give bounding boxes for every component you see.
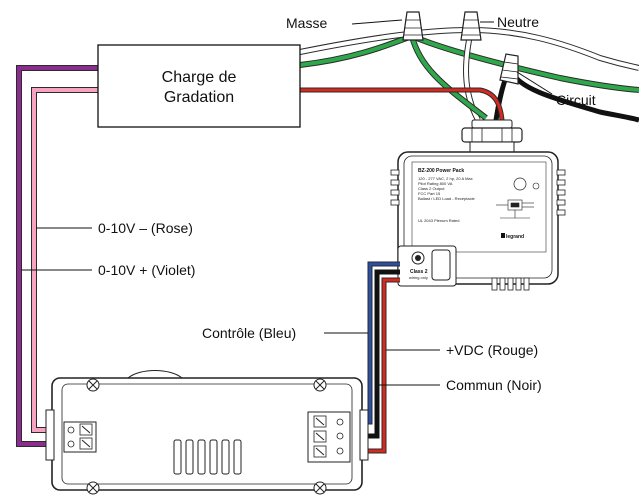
- brand-text: legrand: [506, 234, 524, 240]
- label-violet: 0-10V + (Violet): [98, 262, 195, 278]
- power-pack: BZ-200 Power Pack 120 - 277 VAC, 2 hp, 2…: [390, 119, 566, 291]
- charge-label-line1: Charge de: [162, 69, 237, 86]
- vent-slots: [173, 439, 242, 475]
- power-pack-spec-4: FCC Part 15: [418, 191, 441, 196]
- power-pack-ul: UL 2043 Plenum Rated: [418, 218, 459, 223]
- wiring-schematic-icon: [496, 199, 534, 219]
- power-pack-spec-5: Ballast / LED Load - Receptacle: [418, 196, 475, 201]
- terminal-block-right: [307, 411, 351, 463]
- legrand-logo-icon: [501, 233, 505, 238]
- label-rose: 0-10V – (Rose): [98, 220, 193, 236]
- terminal-block-left: [63, 421, 97, 453]
- label-masse: Masse: [286, 15, 327, 31]
- label-bleu: Contrôle (Bleu): [202, 325, 296, 341]
- power-pack-spec-1: 120 - 277 VAC, 2 hp, 20 A Max: [418, 176, 473, 181]
- class2-line1: Class 2: [410, 269, 428, 275]
- cert-mark-icon: [532, 182, 540, 190]
- wire-nut-neutre: [460, 11, 482, 41]
- charge-de-gradation-box: Charge de Gradation: [97, 44, 301, 128]
- class2-line2: wiring only: [409, 275, 428, 280]
- label-neutre: Neutre: [497, 14, 539, 30]
- power-pack-title: BZ-200 Power Pack: [418, 168, 464, 174]
- wire-nut-circuit: [499, 53, 519, 85]
- bottom-device: [45, 370, 369, 495]
- power-pack-spec-3: Class 2 Output: [418, 186, 445, 191]
- power-pack-spec-2: Pilot Rating 800 VA: [418, 181, 453, 186]
- label-circuit: Circuit: [556, 92, 596, 108]
- label-rouge: +VDC (Rouge): [446, 342, 538, 358]
- label-noir: Commun (Noir): [446, 377, 542, 393]
- ul-mark-icon: [513, 177, 527, 191]
- charge-label-line2: Gradation: [164, 89, 234, 106]
- line-voltage-wires: [299, 26, 639, 123]
- wire-nut-masse: [402, 11, 424, 41]
